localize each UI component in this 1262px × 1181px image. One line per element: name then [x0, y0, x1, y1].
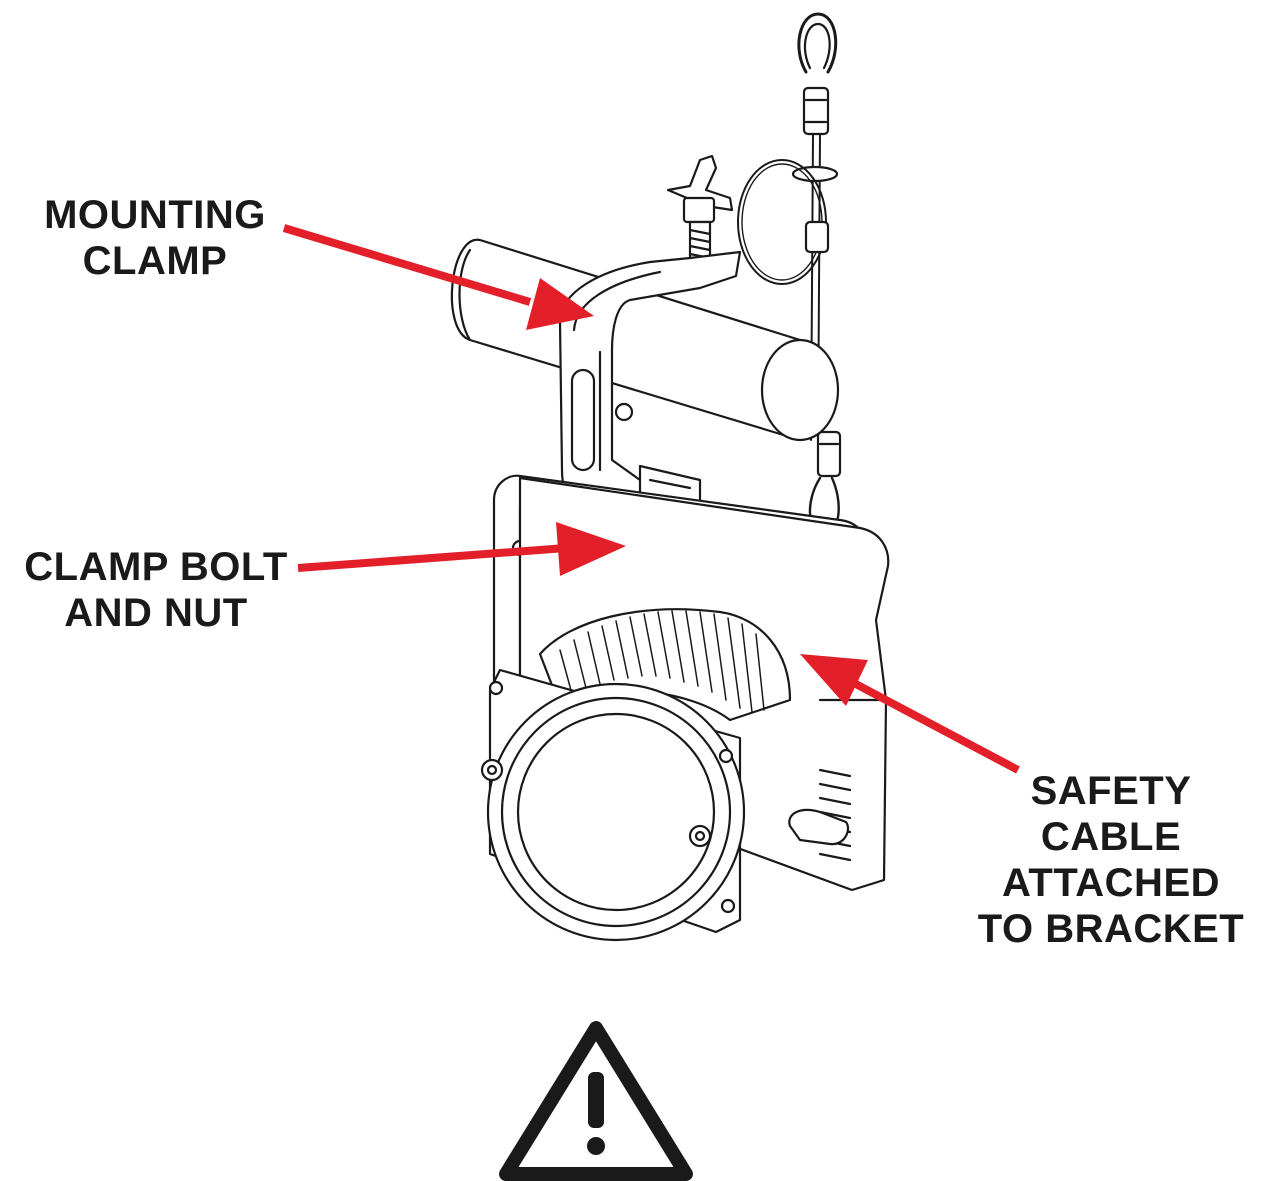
mounting-clamp-label-line-2: CLAMP: [82, 239, 228, 283]
safety-cable-label-line-1: SAFETY: [1030, 769, 1192, 813]
clamp-bolt-label: CLAMP BOLT AND NUT: [0, 544, 312, 636]
mounting-clamp-label-line-1: MOUNTING: [44, 193, 266, 237]
safety-cable-arrow: [800, 654, 1020, 774]
clamp-bolt-label-line-1: CLAMP BOLT: [24, 545, 288, 589]
mounting-clamp-arrow: [282, 224, 594, 330]
clamp-bolt-label-line-2: AND NUT: [64, 591, 248, 635]
clamp-bolt-arrow: [297, 522, 626, 576]
safety-cable-label: SAFETY CABLE ATTACHED TO BRACKET: [960, 768, 1262, 952]
safety-cable-label-line-4: TO BRACKET: [977, 907, 1245, 951]
pointer-arrows: [282, 224, 1020, 774]
warning-triangle-icon: [499, 1021, 693, 1181]
fixture-front-lens: [480, 668, 746, 942]
safety-cable-label-line-2: CABLE: [1040, 815, 1182, 859]
safety-cable-label-line-3: ATTACHED: [1001, 861, 1221, 905]
mounting-clamp-label: MOUNTING CLAMP: [20, 192, 290, 284]
